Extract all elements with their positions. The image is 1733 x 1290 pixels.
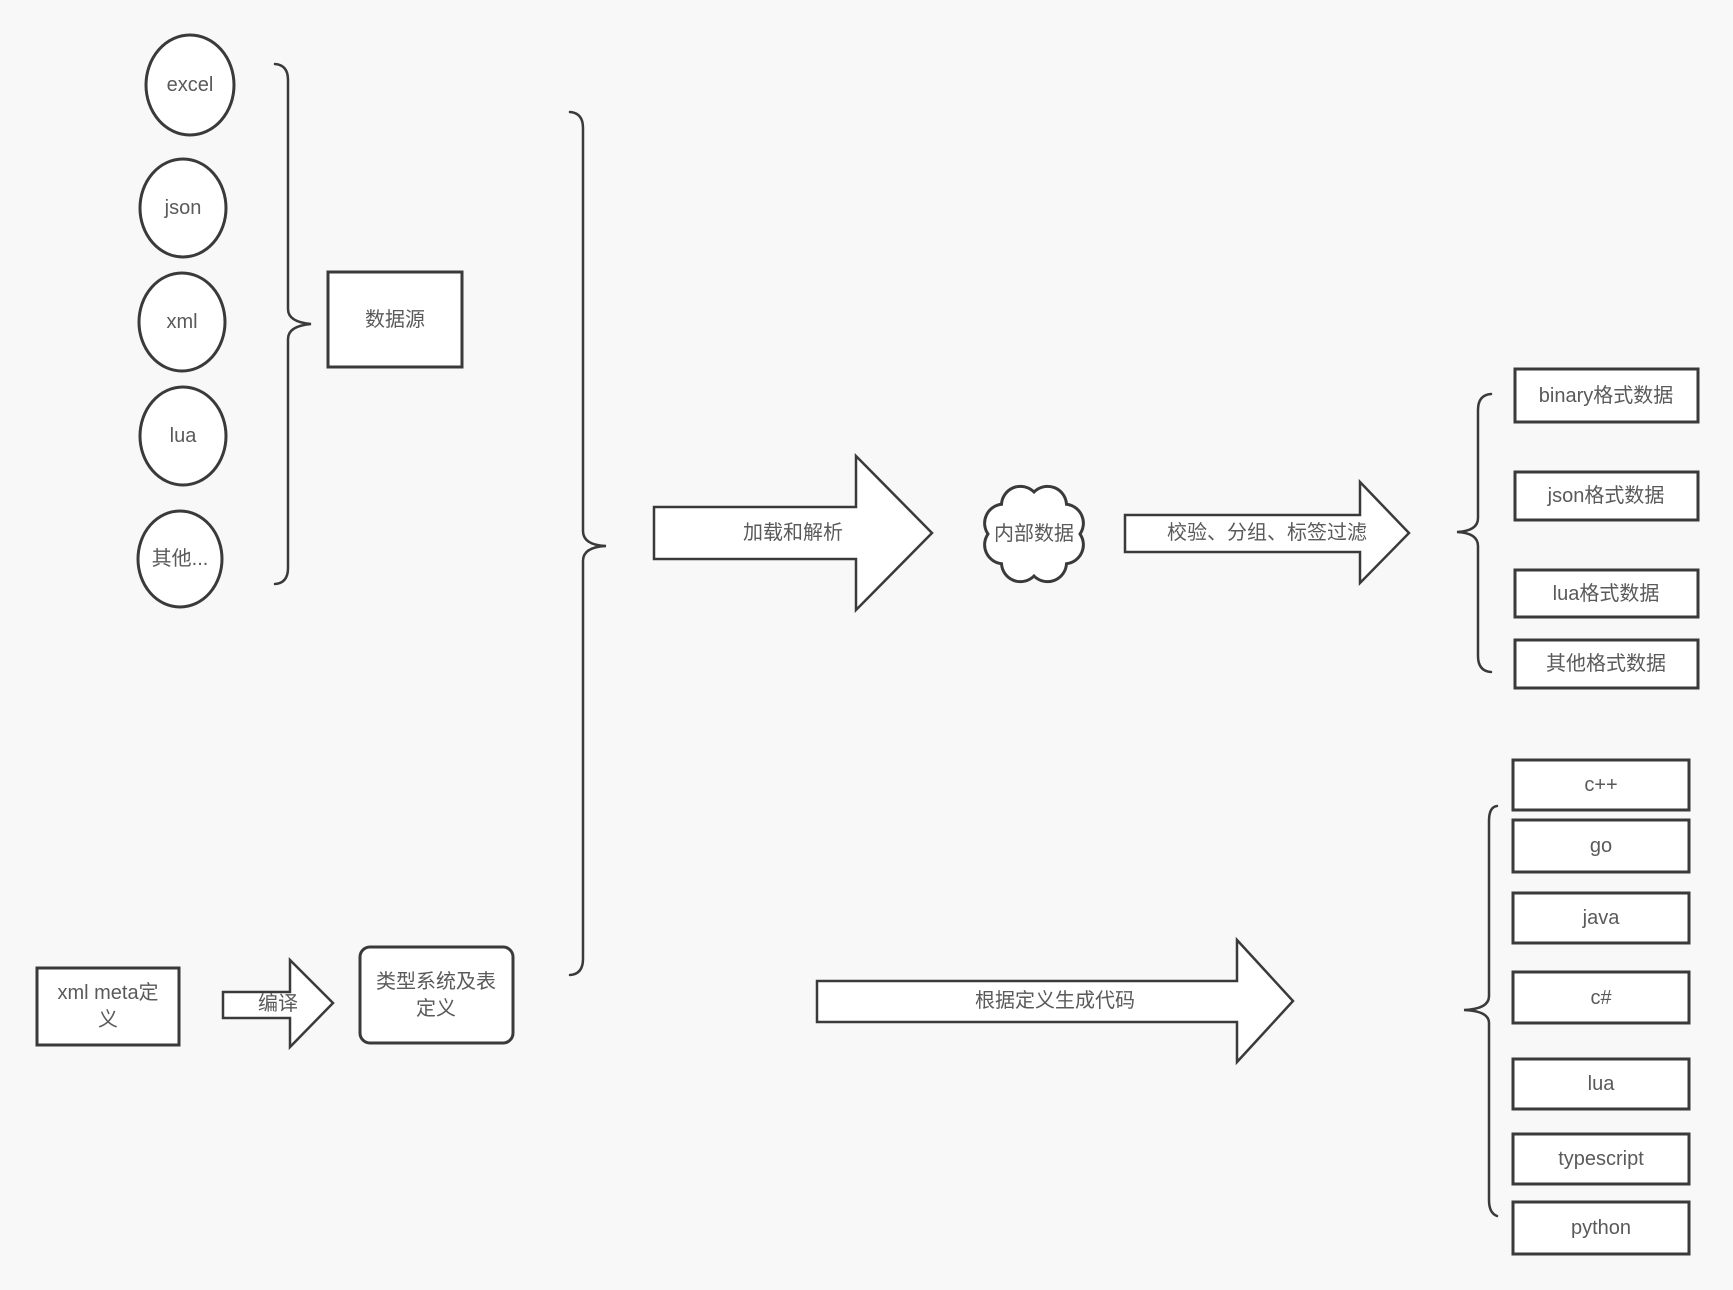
language-node-lua: lua	[1511, 1057, 1691, 1111]
other-label: 其他...	[152, 547, 209, 570]
excel-label: excel	[167, 74, 214, 96]
language-node-go: go	[1511, 818, 1691, 874]
internal-data-label: 内部数据	[994, 522, 1074, 545]
compile-arrow: 编译	[221, 956, 335, 1051]
json-ellipse	[138, 157, 228, 259]
internal-data-cloud: 内部数据	[983, 484, 1085, 584]
language-node-java: java	[1511, 891, 1691, 945]
xml-meta-node: xml meta定 义	[35, 966, 181, 1047]
codegen-arrow-label: 根据定义生成代码	[975, 989, 1135, 1012]
load-parse-arrow-shape	[652, 452, 934, 614]
filter-arrow-label: 校验、分组、标签过滤	[1167, 521, 1367, 544]
csharp-label: c#	[1590, 987, 1612, 1009]
cloud-shape	[983, 484, 1085, 584]
source-node-lua: lua	[138, 385, 228, 487]
filter-arrow: 校验、分组、标签过滤	[1123, 478, 1411, 587]
typescript-box	[1511, 1132, 1691, 1186]
datasource-box	[326, 270, 464, 369]
datasource-node: 数据源	[326, 270, 464, 369]
type-system-node: 类型系统及表 定义	[358, 945, 515, 1045]
other-format-box	[1513, 638, 1700, 690]
source-node-xml: xml	[137, 271, 227, 373]
other-format-label: 其他格式数据	[1546, 652, 1666, 675]
csharp-box	[1511, 970, 1691, 1025]
compile-arrow-shape	[221, 956, 335, 1051]
lua-lang-label: lua	[1588, 1073, 1616, 1095]
lua-format-box	[1513, 568, 1700, 619]
binary-format-label: binary格式数据	[1539, 384, 1673, 407]
lua-format-label: lua格式数据	[1553, 582, 1660, 605]
json-format-label: json格式数据	[1547, 484, 1665, 507]
output-node-lua: lua格式数据	[1513, 568, 1700, 619]
language-node-typescript: typescript	[1511, 1132, 1691, 1186]
xml-meta-label-line2: 义	[98, 1008, 118, 1031]
python-label: python	[1571, 1217, 1631, 1239]
type-system-box	[358, 945, 515, 1045]
other-ellipse	[136, 509, 224, 609]
source-node-excel: excel	[144, 33, 236, 137]
codegen-arrow-shape	[815, 936, 1295, 1066]
json-format-box	[1513, 470, 1700, 522]
go-box	[1511, 818, 1691, 874]
load-parse-arrow: 加载和解析	[652, 452, 934, 614]
xml-label: xml	[166, 311, 197, 333]
java-box	[1511, 891, 1691, 945]
load-parse-arrow-label: 加载和解析	[743, 521, 843, 544]
source-node-json: json	[138, 157, 228, 259]
languages-brace	[1463, 804, 1499, 1218]
type-system-label-line1: 类型系统及表	[376, 970, 496, 993]
filter-arrow-shape	[1123, 478, 1411, 587]
java-label: java	[1582, 907, 1621, 929]
codegen-arrow: 根据定义生成代码	[815, 936, 1295, 1066]
language-node-csharp: c#	[1511, 970, 1691, 1025]
lua-lang-box	[1511, 1057, 1691, 1111]
language-node-python: python	[1511, 1200, 1691, 1256]
type-system-label-line2: 定义	[416, 997, 456, 1020]
excel-ellipse	[144, 33, 236, 137]
compile-arrow-label: 编译	[258, 992, 298, 1015]
json-label: json	[164, 197, 202, 219]
cpp-box	[1511, 758, 1691, 812]
lua-ellipse	[138, 385, 228, 487]
xml-ellipse	[137, 271, 227, 373]
typescript-label: typescript	[1558, 1148, 1644, 1170]
inputs-big-brace	[568, 110, 607, 977]
python-box	[1511, 1200, 1691, 1256]
xml-meta-box	[35, 966, 181, 1047]
sources-brace	[273, 62, 312, 586]
output-node-other: 其他格式数据	[1513, 638, 1700, 690]
output-node-json: json格式数据	[1513, 470, 1700, 522]
xml-meta-label-line1: xml meta定	[57, 981, 158, 1004]
cpp-label: c++	[1584, 774, 1617, 796]
binary-format-box	[1513, 367, 1700, 424]
outputs-brace	[1456, 392, 1493, 674]
datasource-label: 数据源	[365, 308, 425, 331]
output-node-binary: binary格式数据	[1513, 367, 1700, 424]
go-label: go	[1590, 835, 1612, 857]
lua-label: lua	[170, 425, 198, 447]
language-node-cpp: c++	[1511, 758, 1691, 812]
source-node-other: 其他...	[136, 509, 224, 609]
